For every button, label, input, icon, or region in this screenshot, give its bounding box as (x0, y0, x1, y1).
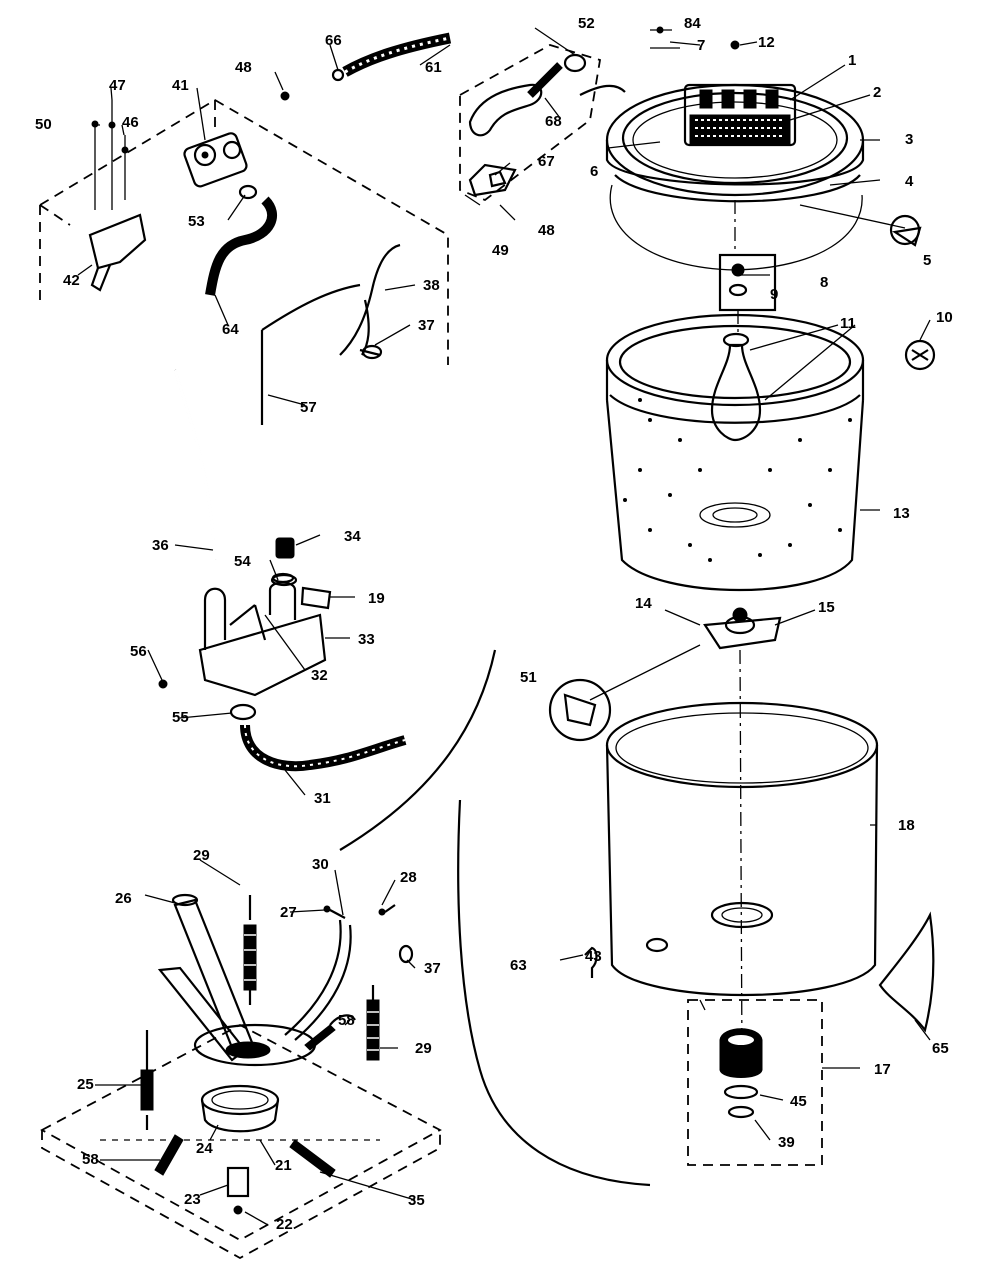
switch-bracket (88, 91, 290, 292)
label-32: 32 (311, 667, 328, 684)
label-36: 36 (152, 537, 169, 554)
label-65: 65 (932, 1040, 949, 1057)
label-30: 30 (312, 856, 329, 873)
label-53: 53 (188, 213, 205, 230)
label-37a: 37 (418, 317, 435, 334)
label-58b: 58 (82, 1151, 99, 1168)
label-18: 18 (898, 817, 915, 834)
label-2: 2 (873, 84, 881, 101)
label-46: 46 (122, 114, 139, 131)
center-shaft-line (734, 200, 743, 1061)
label-52: 52 (578, 15, 595, 32)
label-19: 19 (368, 590, 385, 607)
label-67: 67 (538, 153, 555, 170)
label-24: 24 (196, 1140, 213, 1157)
label-41: 41 (172, 77, 189, 94)
agitator-hub-box (718, 214, 922, 312)
label-37b: 37 (424, 960, 441, 977)
label-61: 61 (425, 59, 442, 76)
label-3: 3 (905, 131, 913, 148)
label-66: 66 (325, 32, 342, 49)
label-29a: 29 (193, 847, 210, 864)
label-48b: 48 (538, 222, 555, 239)
label-38: 38 (423, 277, 440, 294)
wash-basket-13 (605, 313, 936, 591)
label-45: 45 (790, 1093, 807, 1110)
tub-ring-assembly (605, 83, 865, 271)
label-11: 11 (840, 315, 856, 332)
label-64: 64 (222, 321, 239, 338)
label-57: 57 (300, 399, 317, 416)
label-48a: 48 (235, 59, 252, 76)
label-68: 68 (545, 113, 562, 130)
label-29b: 29 (415, 1040, 432, 1057)
label-27: 27 (280, 904, 297, 921)
drain-hose-long (339, 649, 651, 1187)
label-43: 43 (585, 948, 602, 965)
label-5: 5 (923, 252, 931, 269)
label-54: 54 (234, 553, 251, 570)
small-hardware (323, 904, 598, 978)
label-55: 55 (172, 709, 189, 726)
label-7: 7 (697, 37, 705, 54)
water-valve (183, 132, 248, 188)
label-12: 12 (758, 34, 775, 51)
label-51: 51 (520, 669, 537, 686)
label-21: 21 (275, 1157, 292, 1174)
label-84: 84 (684, 15, 701, 32)
label-42: 42 (63, 272, 80, 289)
label-6: 6 (590, 163, 598, 180)
label-35: 35 (408, 1192, 425, 1209)
label-9: 9 (770, 286, 778, 303)
label-58a: 58 (338, 1012, 355, 1029)
label-22: 22 (276, 1216, 293, 1233)
label-56: 56 (130, 643, 147, 660)
label-4: 4 (905, 173, 914, 190)
label-15: 15 (818, 599, 835, 616)
top-frame-assembly (39, 98, 449, 425)
label-13: 13 (893, 505, 910, 522)
spin-bearing-15 (548, 607, 782, 742)
label-49: 49 (492, 242, 509, 259)
seal-kit-17 (687, 999, 823, 1166)
label-26: 26 (115, 890, 132, 907)
inlet-hose-64 (205, 184, 278, 296)
pump-assembly (158, 369, 332, 721)
part-labels: 1 2 3 4 5 6 7 8 9 10 11 12 13 14 15 17 1… (35, 15, 953, 1233)
siphon-break-group (459, 44, 626, 202)
drain-hose-31 (240, 724, 407, 772)
outer-tub-16 (605, 701, 935, 1033)
label-50: 50 (35, 116, 52, 133)
leader-lines (77, 27, 931, 1226)
label-1: 1 (848, 52, 856, 69)
suspension-springs (140, 895, 380, 1178)
label-28: 28 (400, 869, 417, 886)
lint-filter (650, 26, 797, 147)
label-8: 8 (820, 274, 828, 291)
base-frame (40, 1023, 442, 1260)
label-39: 39 (778, 1134, 795, 1151)
label-14: 14 (635, 595, 652, 612)
label-33: 33 (358, 631, 375, 648)
label-10: 10 (936, 309, 953, 326)
label-47: 47 (109, 77, 126, 94)
label-34: 34 (344, 528, 361, 545)
label-23: 23 (184, 1191, 201, 1208)
label-25: 25 (77, 1076, 94, 1093)
label-63: 63 (510, 957, 527, 974)
label-31: 31 (314, 790, 331, 807)
label-17: 17 (874, 1061, 891, 1078)
gearcase-mount (157, 893, 352, 1215)
